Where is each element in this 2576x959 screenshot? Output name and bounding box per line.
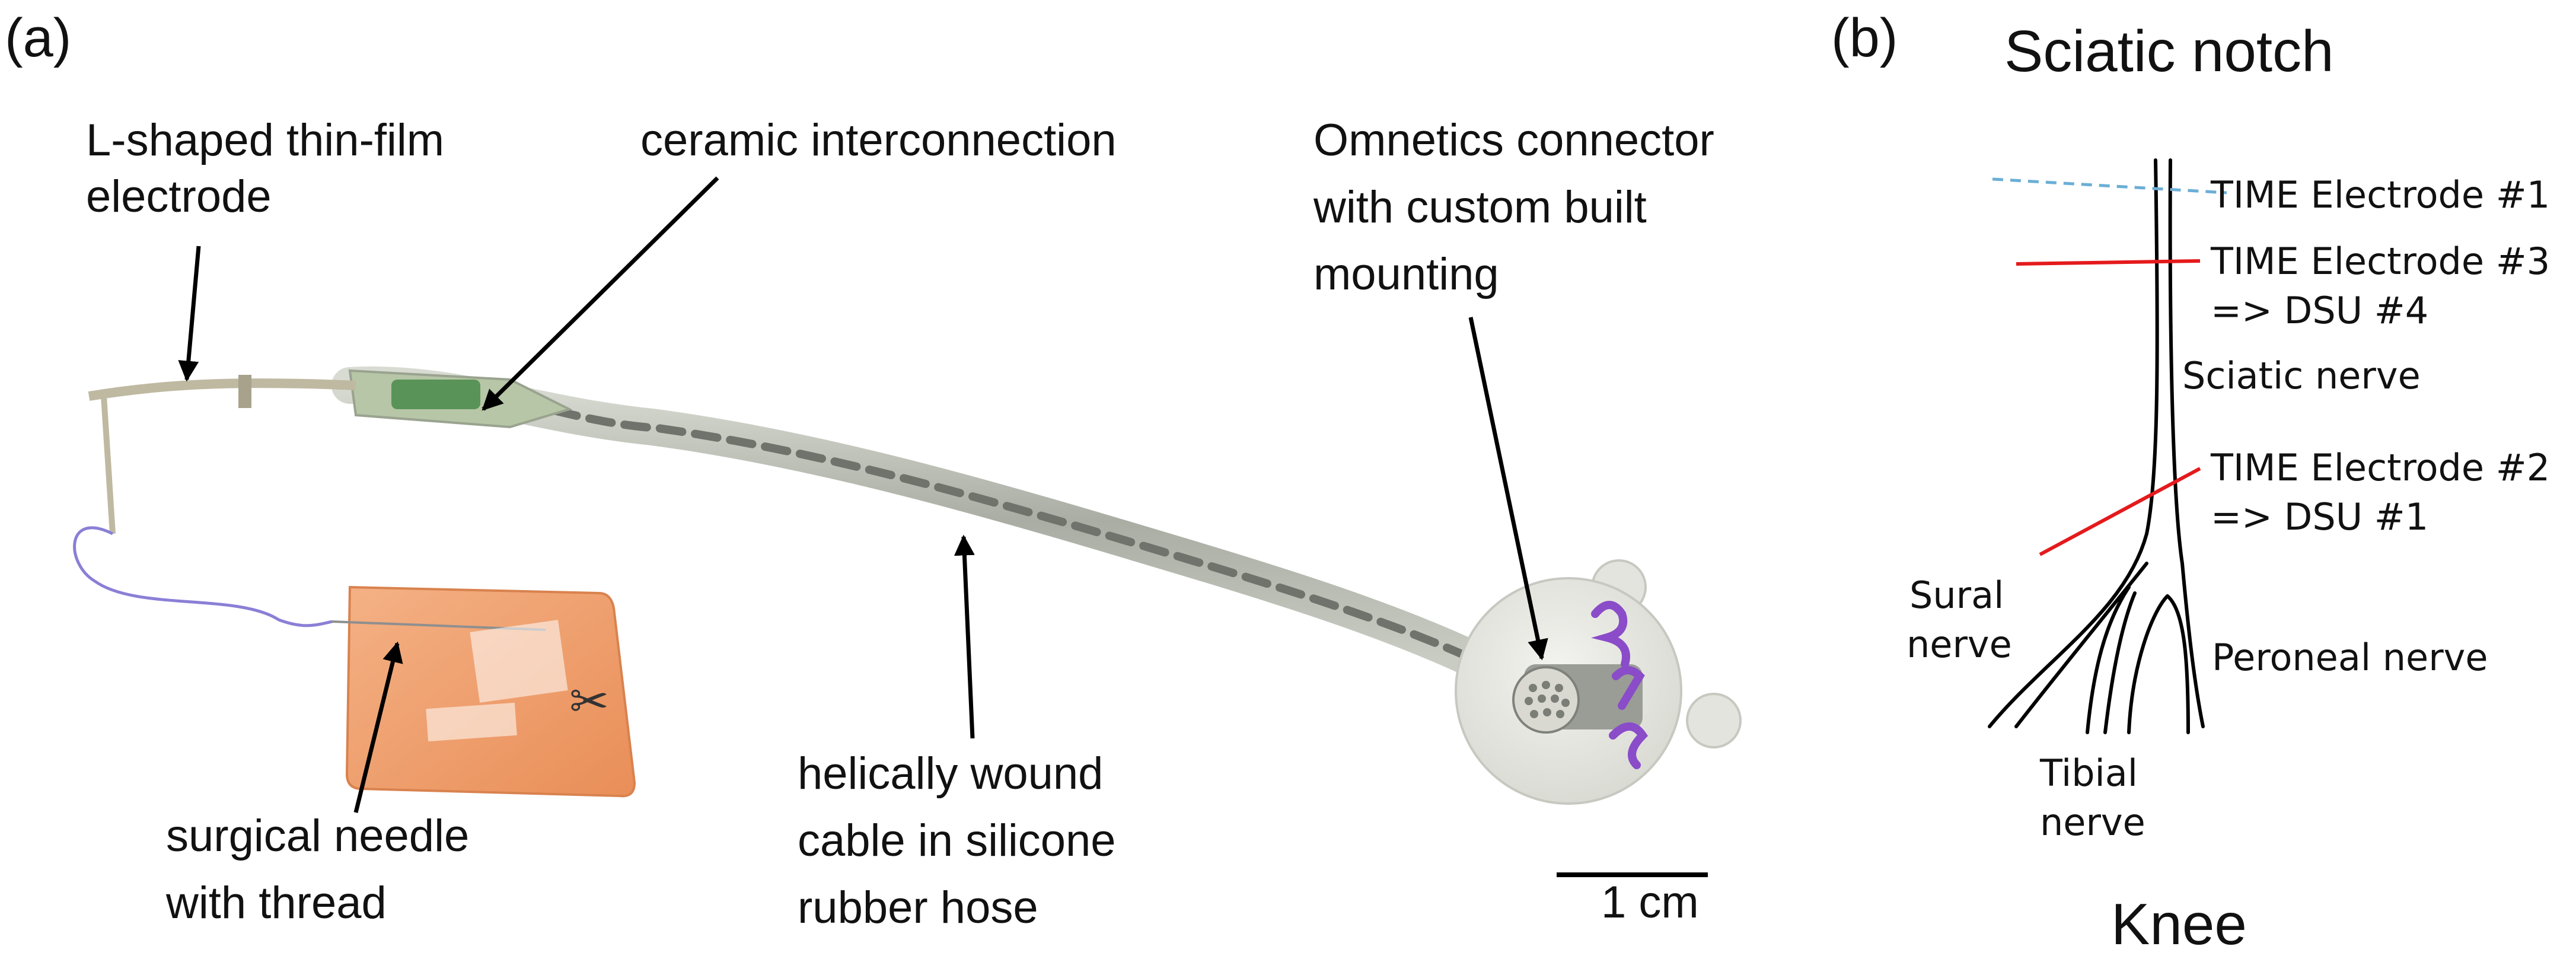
needle-arrow xyxy=(353,641,403,813)
annotation-electrode: L-shaped thin-film electrode xyxy=(86,115,444,382)
top-title: Sciatic notch xyxy=(2004,18,2334,84)
omnetics-connector xyxy=(1455,559,1742,805)
peroneal-right-edge xyxy=(2166,594,2190,734)
electrode-1-label: TIME Electrode #1 xyxy=(2210,173,2550,216)
electrode-1-line xyxy=(1992,177,2227,195)
tibial-right-edge xyxy=(2103,591,2137,734)
cable-label-line2: cable in silicone xyxy=(798,815,1116,866)
electrode-2-target: => DSU #1 xyxy=(2211,495,2428,539)
peroneal-left-edge xyxy=(2127,594,2169,734)
thin-film-ribbon xyxy=(88,378,356,401)
ceramic-arrow xyxy=(482,176,719,411)
sciatic-left-edge xyxy=(1988,158,2159,728)
sciatic-nerve-label: Sciatic nerve xyxy=(2182,354,2421,397)
omnetics-arrow xyxy=(1468,317,1548,661)
thin-film-tab xyxy=(238,375,251,408)
electrode-2-label: TIME Electrode #2 xyxy=(2210,446,2550,489)
panel-a: (a) ✂ xyxy=(5,8,1742,933)
ceramic-label: ceramic interconnection xyxy=(640,115,1117,165)
needle-pad: ✂ xyxy=(331,585,636,798)
sciatic-right-edge xyxy=(2168,158,2205,728)
electrode-3-label: TIME Electrode #3 xyxy=(2210,240,2550,283)
handwritten-ink xyxy=(1590,601,1649,769)
annotation-needle: surgical needle with thread xyxy=(165,641,469,928)
device-illustration: ✂ xyxy=(73,366,1742,805)
tibial-left-edge xyxy=(2086,585,2131,734)
electrode-3-line xyxy=(2016,259,2201,266)
bottom-title: Knee xyxy=(2111,891,2247,957)
electrode-2-line xyxy=(2039,467,2201,556)
needle-label-line1: surgical needle xyxy=(166,811,469,861)
omnetics-label-line3: mounting xyxy=(1313,249,1499,300)
sural-nerve-label-line1: Sural xyxy=(1909,574,2004,617)
needle-label-line2: with thread xyxy=(165,878,387,928)
electrode-label-line2: electrode xyxy=(86,171,272,222)
peroneal-nerve-label: Peroneal nerve xyxy=(2212,636,2488,679)
annotation-cable: helically wound cable in silicone rubber… xyxy=(798,534,1116,933)
scale-bar-label: 1 cm xyxy=(1601,877,1699,928)
cable-label-line3: rubber hose xyxy=(798,882,1038,933)
ceramic-chip xyxy=(391,380,480,409)
connector-face xyxy=(1512,666,1580,734)
omnetics-label-line1: Omnetics connector xyxy=(1313,115,1714,165)
tibial-nerve-label-line1: Tibial xyxy=(2039,751,2138,795)
thin-film-tail xyxy=(101,396,116,534)
scissors-icon: ✂ xyxy=(569,674,609,729)
mount-ear-2 xyxy=(1686,693,1742,748)
panel-a-label: (a) xyxy=(5,8,71,68)
nerve-tree xyxy=(1988,158,2205,734)
electrode-3-target: => DSU #4 xyxy=(2211,289,2428,332)
annotation-omnetics: Omnetics connector with custom built mou… xyxy=(1313,115,1714,661)
scale-bar: 1 cm xyxy=(1557,872,1708,928)
suture-thread xyxy=(73,526,333,627)
tibial-nerve-label-line2: nerve xyxy=(2040,801,2145,844)
annotation-ceramic: ceramic interconnection xyxy=(482,115,1117,411)
cable-label-line1: helically wound xyxy=(798,748,1103,799)
panel-b: (b) Sciatic notch Knee TIME Electrode #1… xyxy=(1831,8,2550,957)
sural-nerve-label-line2: nerve xyxy=(1907,623,2012,666)
electrode-arrow xyxy=(178,246,201,382)
connector-pins xyxy=(1525,681,1570,718)
electrode-label-line1: L-shaped thin-film xyxy=(86,115,444,165)
cable-arrow xyxy=(954,534,975,739)
omnetics-label-line2: with custom built xyxy=(1313,182,1647,232)
panel-b-label: (b) xyxy=(1831,8,1898,68)
tape-strip-1 xyxy=(470,620,568,703)
tape-strip-2 xyxy=(426,702,517,742)
